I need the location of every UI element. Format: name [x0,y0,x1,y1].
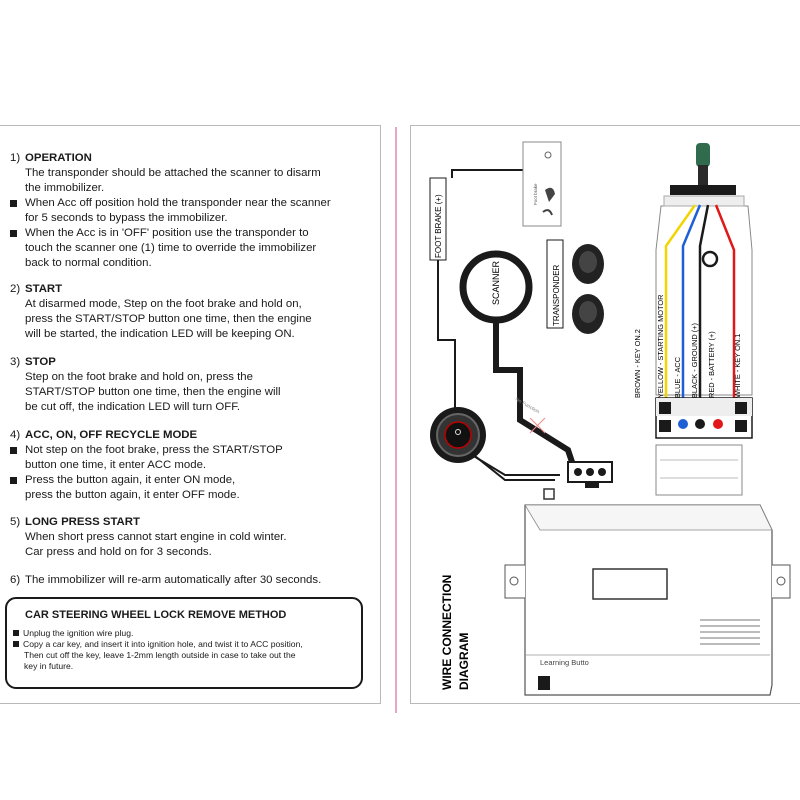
section-rearm: 6) The immobilizer will re-arm automatica… [10,573,321,588]
section-text: START/STOP button one time, then the eng… [25,386,281,398]
section-text: for 5 seconds to bypass the immobilizer. [25,212,228,224]
section-number: 1) [10,152,21,164]
foot-brake-label-box: FOOT BRAKE (+) [429,177,447,261]
bullet-square-icon [10,447,17,454]
wire-label: BLUE - ACC [673,356,682,398]
section-number: 3) [10,356,21,368]
wire-label: YELLOW - STARTING MOTOR [656,295,665,398]
foot-brake-top-wire [451,169,525,178]
section-long-press: 5) LONG PRESS START When short press cann… [10,515,287,560]
diagram-title: WIRE CONNECTION DIAGRAM [440,575,471,690]
section-text: be cut off, the indication LED will turn… [25,401,241,413]
lock-method-title: CAR STEERING WHEEL LOCK REMOVE METHOD [25,609,287,621]
bullet-item: When Acc off position hold the transpond… [10,196,331,211]
section-text: button one time, it enter ACC mode. [25,459,207,471]
start-button-wire [471,454,560,476]
lock-method-step: Copy a car key, and insert it into ignit… [13,639,303,650]
section-text: touch the scanner one (1) time to overri… [25,242,317,254]
wire-yellow [664,204,697,403]
section-number: 5) [10,516,21,528]
ignition-key-icon [670,143,736,195]
bullet-item: Not step on the foot brake, press the ST… [10,443,283,458]
instructions-panel [0,125,381,704]
lock-remove-method-box: CAR STEERING WHEEL LOCK REMOVE METHOD Un… [5,597,363,689]
scanner-wire [493,320,581,481]
foot-brake-wire [437,260,555,481]
section-operation: 1) OPERATION The transponder should be at… [10,151,331,271]
wire-black [698,204,710,403]
wire-red [714,204,736,403]
foot-brake-icon-label: Foot brake [533,183,538,205]
section-title: LONG PRESS START [25,516,140,528]
section-text: will be started, the indication LED will… [25,328,295,340]
section-text: the immobilizer. [25,182,105,194]
section-text: press the START/STOP button one time, th… [25,313,312,325]
bullet-item: Press the button again, it enter ON mode… [10,473,283,488]
section-title: STOP [25,356,56,368]
transponder-label: TRANSPONDER [552,264,561,326]
scanner-label: SCANNER [491,260,501,305]
start-stop-button-icon [430,407,486,463]
section-number: 6) [10,574,21,586]
wire-label: WHITE - KEY ON.1 [733,334,742,398]
section-number: 2) [10,283,21,295]
sensor-connector [567,461,613,488]
scanner: SCANNER [459,250,533,324]
control-module-box [524,488,773,696]
section-number: 4) [10,429,21,441]
transponder: TRANSPONDER [546,239,604,334]
section-text: The immobilizer will re-arm automaticall… [25,574,322,586]
foot-brake-icon: Foot brake [522,141,562,227]
section-text: At disarmed mode, Step on the foot brake… [25,298,302,310]
lock-method-text: Then cut off the key, leave 1-2mm length… [24,650,296,660]
learning-button-label: Learning Butto [540,658,589,667]
wire-connector-block [655,397,753,439]
section-recycle-mode: 4) ACC, ON, OFF RECYCLE MODE Not step on … [10,428,283,503]
section-text: Car press and hold on for 3 seconds. [25,546,212,558]
wire-label: RED - BATTERY (+) [707,331,716,398]
diagram-title-line1: WIRE CONNECTION [440,575,454,690]
section-text: The transponder should be attached the s… [25,167,321,179]
connector-neck [655,444,743,496]
section-title: START [25,283,63,295]
section-text: press the button again, it enter OFF mod… [25,489,240,501]
section-title: OPERATION [25,152,92,164]
bullet-square-icon [10,230,17,237]
section-stop: 3) STOP Step on the foot brake and hold o… [10,355,281,415]
wire-label: BLACK - GROUND (+) [690,323,699,398]
section-text: back to normal condition. [25,257,152,269]
bullet-square-icon [13,630,19,636]
bullet-square-icon [10,477,17,484]
lock-method-step: Unplug the ignition wire plug. [13,628,133,639]
bullet-square-icon [13,641,19,647]
section-text: Step on the foot brake and hold on, pres… [25,371,253,383]
lock-method-text: key in future. [24,661,74,671]
bullet-item: When the Acc is in 'OFF' position use th… [10,226,331,241]
page-divider [395,127,397,713]
section-title: ACC, ON, OFF RECYCLE MODE [25,429,198,441]
harness-plug [655,195,753,396]
wire-labels: BROWN - KEY ON.2 YELLOW - STARTING MOTOR… [633,295,742,398]
diagram-title-line2: DIAGRAM [457,633,471,690]
bullet-square-icon [10,200,17,207]
section-text: When short press cannot start engine in … [25,531,287,543]
wire-blue [681,204,702,403]
section-start: 2) START At disarmed mode, Step on the fo… [10,282,312,342]
wire-label: BROWN - KEY ON.2 [633,329,642,398]
foot-brake-label: FOOT BRAKE (+) [434,194,443,258]
